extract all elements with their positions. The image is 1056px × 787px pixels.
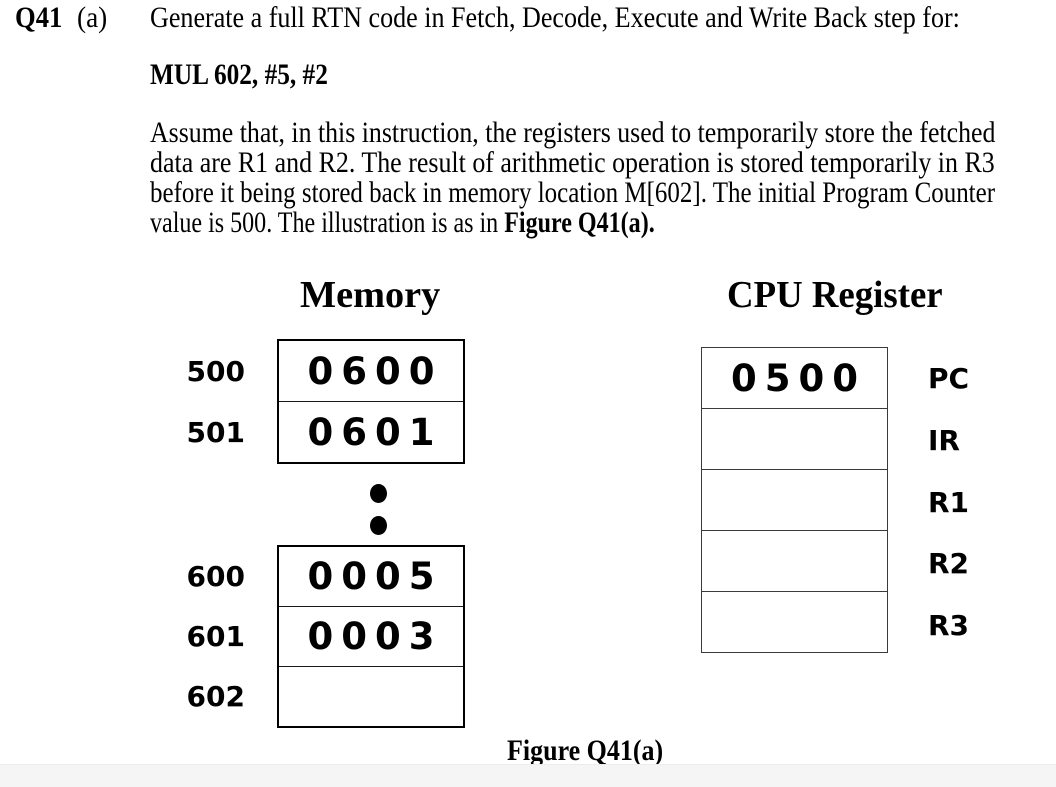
vertical-ellipsis-icon bbox=[370, 484, 387, 535]
memory-cell-value: 0003 bbox=[307, 615, 443, 658]
register-label-r2: R2 bbox=[928, 546, 970, 580]
memory-table-lower: 0005 0003 bbox=[277, 545, 465, 728]
register-label-ir: IR bbox=[928, 423, 960, 457]
memory-cell: 0601 bbox=[279, 401, 463, 462]
page-edge-band bbox=[0, 764, 1056, 787]
register-cell bbox=[702, 469, 887, 530]
paragraph-line-3: before it being stored back in memory lo… bbox=[150, 176, 996, 209]
figure-reference: Figure Q41(a). bbox=[504, 206, 655, 239]
instruction-text: MUL 602, #5, #2 bbox=[150, 58, 328, 91]
question-part: (a) bbox=[77, 1, 108, 34]
memory-address-label: 500 bbox=[186, 354, 245, 388]
memory-cell: 0005 bbox=[279, 547, 463, 606]
figure-caption: Figure Q41(a) bbox=[507, 734, 664, 767]
memory-cell-value: 0005 bbox=[307, 555, 443, 598]
memory-address-label: 601 bbox=[186, 620, 245, 653]
register-cell: 0500 bbox=[702, 348, 887, 408]
register-cell bbox=[702, 591, 887, 652]
memory-cell: 0600 bbox=[279, 341, 463, 401]
memory-title: Memory bbox=[300, 274, 441, 316]
memory-cell-value: 0600 bbox=[307, 349, 443, 393]
paragraph-line-2: data are R1 and R2. The result of arithm… bbox=[150, 146, 995, 179]
register-cell bbox=[702, 530, 887, 591]
ellipsis-dot bbox=[370, 484, 387, 503]
paragraph-line-4-text: value is 500. The illustration is as in bbox=[150, 206, 505, 239]
memory-address-label: 501 bbox=[186, 415, 245, 449]
cpu-register-title: CPU Register bbox=[727, 274, 943, 316]
register-cell bbox=[702, 408, 887, 469]
paragraph-line-1: Assume that, in this instruction, the re… bbox=[150, 116, 996, 149]
question-number: Q41 bbox=[15, 1, 63, 34]
memory-table-upper: 0600 0601 bbox=[277, 339, 465, 464]
memory-cell: 0003 bbox=[279, 606, 463, 666]
cpu-register-table: 0500 bbox=[701, 347, 888, 653]
memory-address-label: 602 bbox=[186, 680, 245, 713]
register-label-r1: R1 bbox=[928, 485, 970, 519]
paragraph-line-4: value is 500. The illustration is as in … bbox=[150, 208, 655, 238]
memory-cell-value: 0601 bbox=[307, 410, 443, 454]
register-cell-value: 0500 bbox=[731, 356, 866, 400]
memory-cell bbox=[279, 666, 463, 726]
question-prompt: Generate a full RTN code in Fetch, Decod… bbox=[150, 1, 960, 34]
ellipsis-dot bbox=[370, 516, 387, 535]
register-label-r3: R3 bbox=[928, 608, 970, 642]
memory-address-label: 600 bbox=[186, 560, 245, 593]
register-label-pc: PC bbox=[928, 361, 970, 395]
